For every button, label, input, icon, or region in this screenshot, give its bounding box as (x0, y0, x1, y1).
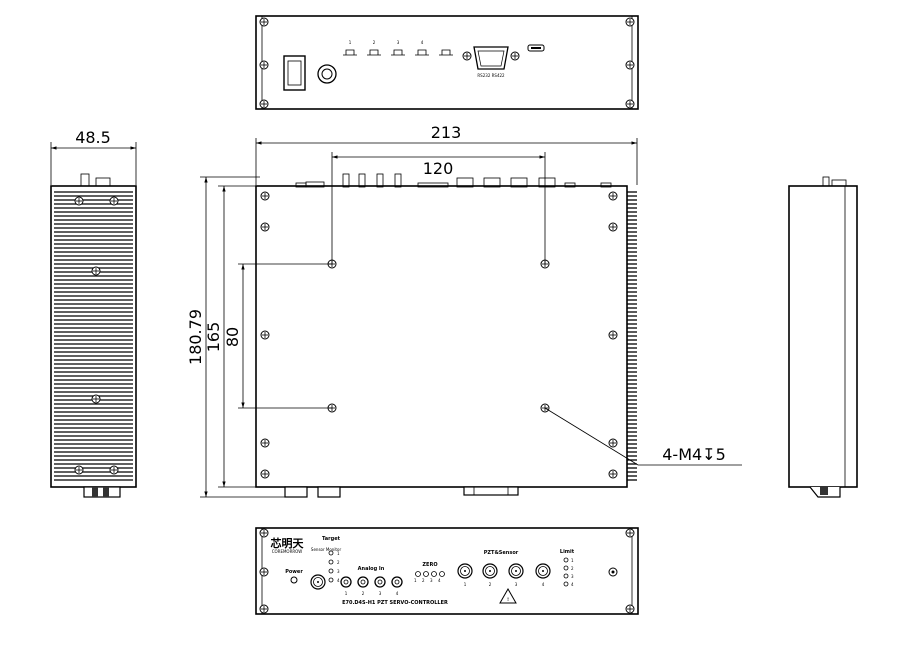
connector-label: RS232 RS422 (477, 73, 505, 78)
svg-text:2: 2 (422, 578, 425, 583)
dim-depth: 165 (204, 322, 223, 353)
port-label: 4 (421, 40, 424, 45)
limit-label: Limit (560, 549, 575, 555)
power-switch (283, 55, 306, 91)
top-connector (80, 173, 111, 187)
svg-text:4: 4 (542, 582, 545, 587)
sma-ports: 1 2 3 4 (343, 40, 453, 56)
svg-text:2: 2 (337, 560, 340, 565)
svg-text:1: 1 (571, 558, 574, 563)
db15-connector: RS232 RS422 (462, 46, 520, 78)
svg-text:3: 3 (379, 591, 382, 596)
port-label: 3 (397, 40, 400, 45)
model-text: E70.D4S-H1 PZT SERVO-CONTROLLER (342, 600, 448, 606)
dim-hole-spacing-x: 120 (423, 159, 454, 178)
svg-text:1: 1 (464, 582, 467, 587)
svg-text:4: 4 (396, 591, 399, 596)
dim-side-width: 48.5 (75, 128, 111, 147)
sensor-monitor-label: Sensor Monitor (311, 547, 342, 552)
right-side-view (788, 176, 858, 498)
target-leds: 1 2 3 4 (328, 550, 340, 583)
dim-overall-depth: 180.79 (186, 309, 205, 365)
logo-sub: COREMORROW (272, 549, 303, 554)
svg-text:3: 3 (515, 582, 518, 587)
top-view (255, 173, 637, 498)
power-led (290, 576, 298, 584)
power-label: Power (285, 569, 303, 575)
limit-leds: 1 2 3 4 (563, 557, 574, 587)
svg-text:1: 1 (337, 551, 340, 556)
mount-hole-callout: 4-M4↧5 (662, 445, 726, 464)
port-label: 2 (373, 40, 376, 45)
svg-text:!: ! (507, 597, 509, 602)
front-panel-view: 芯明天 COREMORROW Power Sensor Monitor Targ… (255, 527, 639, 615)
svg-text:2: 2 (362, 591, 365, 596)
svg-text:3: 3 (337, 569, 340, 574)
port-label: 1 (349, 40, 352, 45)
zero-label: ZERO (422, 562, 437, 568)
pzt-sensor-label: PZT&Sensor (484, 550, 519, 556)
zero-knobs: 1 2 3 4 (414, 571, 445, 583)
dim-overall-width: 213 (431, 123, 462, 142)
bottom-edge-connectors (284, 486, 519, 498)
svg-text:4: 4 (337, 578, 340, 583)
dim-hole-spacing-y: 80 (223, 327, 242, 347)
usb-port (527, 44, 545, 52)
svg-text:1: 1 (414, 578, 417, 583)
pzt-sensor-connectors: 1 2 3 4 (457, 563, 551, 587)
left-side-view (50, 173, 137, 498)
target-label: Target (322, 536, 341, 542)
logo: 芯明天 (271, 536, 305, 550)
svg-text:3: 3 (571, 574, 574, 579)
svg-text:4: 4 (571, 582, 574, 587)
svg-text:2: 2 (571, 566, 574, 571)
dimension-lines (50, 138, 742, 498)
dc-jack (317, 64, 337, 84)
top-edge-connectors (295, 173, 612, 188)
bottom-connector (83, 486, 121, 498)
svg-text:1: 1 (345, 591, 348, 596)
svg-text:2: 2 (489, 582, 492, 587)
svg-text:4: 4 (438, 578, 441, 583)
warning-triangle: ! (499, 587, 517, 604)
analog-in-connectors: 1 2 3 4 (340, 576, 403, 596)
svg-text:3: 3 (430, 578, 433, 583)
analog-in-label: Analog In (358, 566, 385, 572)
dimension-labels: 48.5 213 120 180.79 165 80 4-M4↧5 (75, 123, 726, 464)
back-panel-view: 1 2 3 4 RS232 RS422 (255, 15, 639, 110)
